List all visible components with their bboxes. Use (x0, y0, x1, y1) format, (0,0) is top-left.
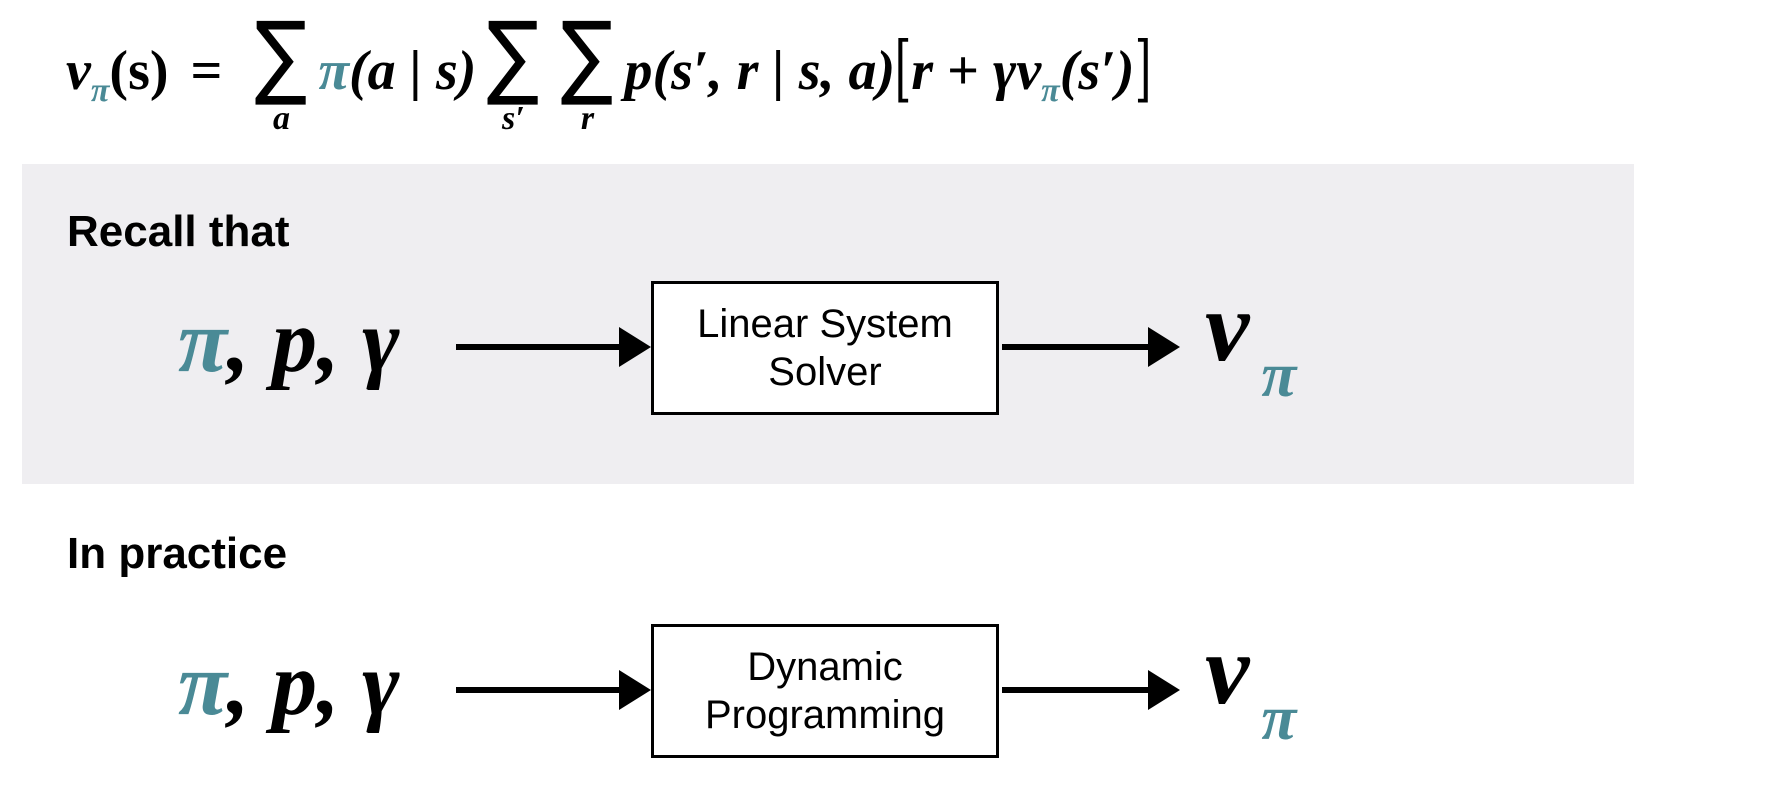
recall-box-line2: Solver (768, 350, 882, 394)
practice-input-arrow (456, 670, 651, 710)
sum-index-s-prime: s′ (502, 100, 525, 137)
equals-sign: = (190, 40, 223, 102)
recall-input-arrow (456, 327, 651, 367)
practice-input-pi: π (178, 635, 228, 734)
next-value-argument: (s′) (1059, 40, 1135, 102)
sigma-icon: ∑ (487, 2, 540, 109)
reward-r: r (911, 40, 934, 102)
sigma-icon: ∑ (561, 2, 614, 109)
practice-box-line1: Dynamic (747, 645, 903, 689)
recall-heading: Recall that (67, 207, 290, 256)
policy-term: π(a | s) (318, 10, 476, 99)
sum-over-next-states: ∑ s′ (482, 10, 544, 136)
bracket-close: ] (1134, 26, 1152, 110)
policy-argument: (a | s) (349, 40, 477, 102)
practice-output-subscript: π (1261, 682, 1297, 753)
sum-index-a: a (272, 100, 290, 137)
arrow-right-icon (619, 327, 651, 367)
lhs-subscript-pi: π (90, 72, 110, 109)
value-function-lhs: vπ(s) (66, 10, 169, 108)
arrow-right-icon (1148, 670, 1180, 710)
recall-input-p-gamma: , p, γ (227, 292, 400, 391)
practice-input-p-gamma: , p, γ (227, 635, 400, 734)
recall-box-line1: Linear System (697, 302, 953, 346)
recall-inputs: π, p, γ (178, 297, 400, 387)
recall-output-subscript: π (1261, 339, 1297, 410)
practice-inputs: π, p, γ (178, 640, 400, 730)
target-term: r+γvπ(s′) (911, 10, 1135, 108)
recall-input-pi: π (178, 292, 228, 391)
discount-gamma: γ (993, 40, 1017, 102)
sum-over-rewards: ∑ r (556, 10, 618, 136)
policy-pi: π (318, 40, 350, 102)
next-value-subscript-pi: π (1041, 72, 1060, 109)
dynamics-term: p(s′, r | s, a) (624, 40, 896, 102)
practice-output-arrow (1002, 670, 1180, 710)
sigma-icon: ∑ (255, 2, 308, 109)
lhs-argument: (s) (109, 40, 169, 102)
arrow-right-icon (1148, 327, 1180, 367)
bracket-open: [ (894, 26, 912, 110)
practice-output-v: v (1205, 614, 1250, 725)
arrow-right-icon (619, 670, 651, 710)
bellman-equation: vπ(s) = ∑ a π(a | s) ∑ s′ ∑ r p(s′, r | … (66, 10, 1151, 160)
practice-heading: In practice (67, 529, 288, 578)
recall-output-v: v (1205, 271, 1250, 382)
next-value-v: v (1016, 40, 1042, 102)
linear-system-solver-box: Linear System Solver (651, 281, 999, 415)
recall-output-arrow (1002, 327, 1180, 367)
dynamic-programming-box: Dynamic Programming (651, 624, 999, 758)
sum-over-actions: ∑ a (250, 10, 312, 136)
lhs-v: v (66, 40, 91, 102)
practice-box-line2: Programming (704, 693, 946, 737)
plus-sign: + (947, 40, 980, 102)
sum-index-r: r (580, 100, 595, 137)
